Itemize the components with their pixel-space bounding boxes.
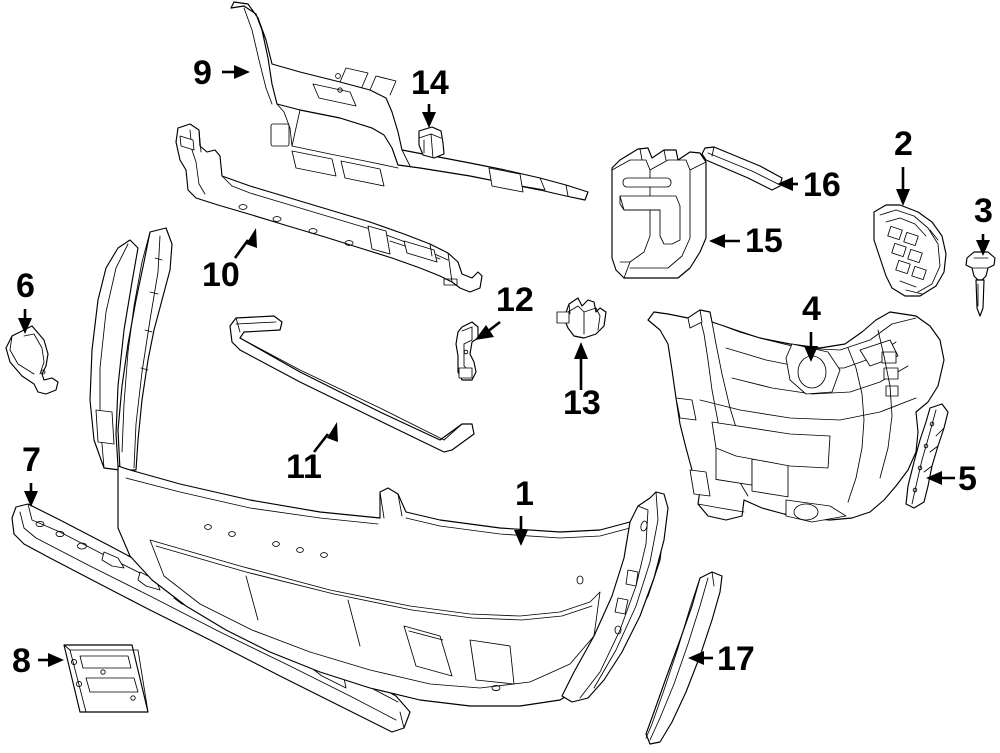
part-17-side-molding — [645, 571, 723, 745]
part-9-upper-tie-bar — [230, 1, 589, 201]
callout-13-leader — [574, 342, 588, 390]
callout-label-1: 1 — [515, 475, 534, 513]
callout-8-leader — [38, 653, 64, 667]
part-2-side-panel — [873, 204, 947, 297]
part-6-corner-bracket — [5, 325, 59, 395]
part-1-bumper-cover — [89, 227, 669, 707]
callout-2-leader — [896, 167, 910, 206]
callout-label-14: 14 — [411, 64, 449, 102]
callout-11-leader — [312, 422, 338, 453]
part-5-side-bracket — [905, 403, 949, 509]
callout-label-10: 10 — [202, 256, 240, 294]
callout-15-leader — [709, 234, 740, 248]
callout-1-leader — [514, 516, 528, 546]
callout-4-leader — [804, 332, 818, 362]
callout-label-2: 2 — [894, 125, 913, 163]
callout-14-leader — [422, 104, 436, 128]
callout-label-7: 7 — [22, 441, 41, 479]
callout-label-16: 16 — [803, 166, 841, 204]
callout-6-leader — [18, 309, 32, 334]
part-16-seal-strip — [701, 146, 783, 191]
callout-label-17: 17 — [717, 640, 755, 678]
callout-label-4: 4 — [802, 290, 821, 328]
part-11-lower-reinforcement — [229, 315, 475, 453]
part-3-push-pin — [965, 251, 996, 317]
callout-9-leader — [222, 65, 250, 79]
callout-3-leader — [976, 234, 990, 256]
part-14-clip — [418, 126, 445, 159]
callout-12-leader — [475, 320, 501, 340]
callout-label-15: 15 — [745, 222, 783, 260]
callout-7-leader — [24, 483, 38, 507]
callout-label-13: 13 — [563, 384, 601, 422]
callout-5-leader — [926, 471, 955, 485]
callout-label-8: 8 — [12, 642, 31, 680]
part-12-bracket — [455, 321, 479, 381]
part-8-license-bracket — [63, 644, 149, 713]
part-15-air-guide — [611, 147, 707, 279]
callout-label-6: 6 — [16, 267, 35, 305]
callout-label-9: 9 — [193, 54, 212, 92]
callout-label-11: 11 — [286, 448, 322, 486]
callout-label-5: 5 — [958, 460, 977, 498]
callout-17-leader — [688, 651, 713, 665]
part-13-retainer — [556, 297, 607, 339]
callout-label-3: 3 — [974, 192, 993, 230]
callout-10-leader — [233, 228, 257, 259]
callout-16-leader — [777, 177, 798, 191]
callout-label-12: 12 — [496, 281, 534, 319]
part-10-impact-bar — [175, 123, 483, 293]
part-4-radiator-support — [647, 309, 945, 523]
